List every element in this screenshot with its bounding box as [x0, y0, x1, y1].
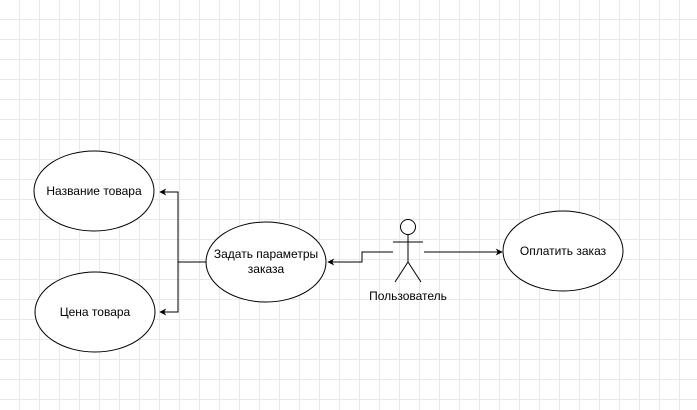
edge-set-params-to-product-price[interactable]	[159, 262, 179, 316]
edge-set-params-to-product-name[interactable]	[159, 188, 207, 263]
use-case-product-name-label: Название товара	[46, 184, 142, 198]
use-case-pay-order-label: Оплатить заказ	[520, 244, 607, 258]
edge-user-to-set-params[interactable]	[327, 251, 393, 266]
use-case-set-order-params[interactable]: Задать параметры заказа	[205, 221, 327, 303]
use-case-pay-order[interactable]: Оплатить заказ	[502, 210, 624, 292]
use-case-product-price-label: Цена товара	[60, 305, 131, 319]
use-case-set-order-params-label-line1: Задать параметры	[214, 247, 318, 261]
use-case-set-order-params-label-line2: заказа	[248, 262, 285, 276]
actor-head-icon	[400, 219, 416, 235]
use-case-product-price[interactable]: Цена товара	[34, 271, 156, 353]
use-case-product-name[interactable]: Название товара	[33, 150, 155, 232]
actor-right-leg	[407, 261, 422, 283]
actor-user-label: Пользователь	[369, 289, 447, 303]
actor-user[interactable]	[393, 219, 423, 283]
actor-left-leg	[394, 261, 409, 283]
connectors	[159, 188, 503, 316]
